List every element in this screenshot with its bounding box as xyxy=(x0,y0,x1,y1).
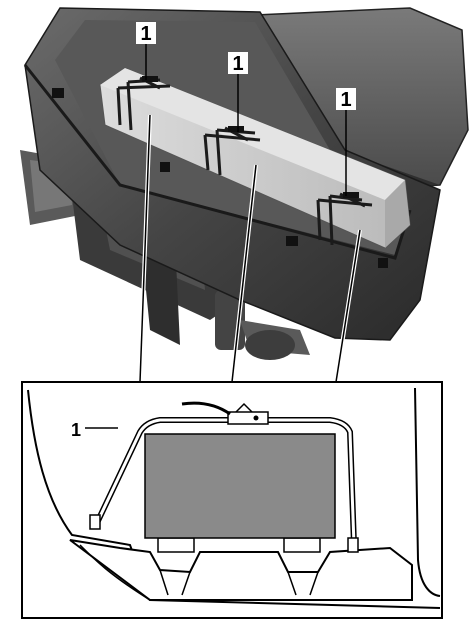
svg-text:1: 1 xyxy=(71,420,81,440)
svg-text:1: 1 xyxy=(340,89,351,111)
strap-buckle xyxy=(227,402,269,425)
callout-1-detail: 1 xyxy=(71,420,81,440)
detail-bag xyxy=(144,433,336,539)
callout-1-top-left: 1 xyxy=(136,22,156,45)
loose-strap-end xyxy=(181,401,231,416)
top-callout-leaders xyxy=(145,42,347,196)
svg-text:1: 1 xyxy=(140,23,151,45)
cargo-box-illustration xyxy=(20,7,469,360)
magnification-lines-outline xyxy=(139,114,361,383)
callout-1-top-right: 1 xyxy=(336,88,356,111)
callout-1-top-middle: 1 xyxy=(228,52,248,75)
svg-text:1: 1 xyxy=(232,53,243,75)
detail-view: 1 xyxy=(21,381,443,619)
